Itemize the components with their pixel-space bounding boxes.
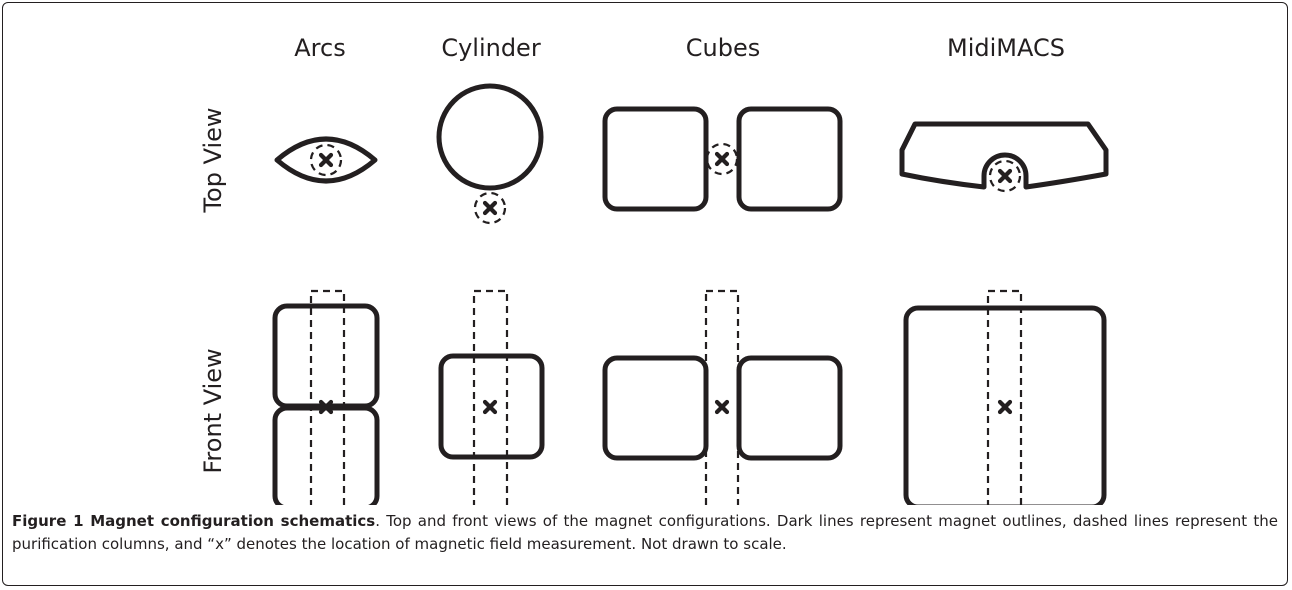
cylinder-top-view [436,83,544,225]
midimacs-measurement-x-icon [997,168,1013,184]
arcs-front-view [272,289,380,505]
caption-text: . Top and front views of the magnet conf… [12,512,1278,553]
arcs-top-view [274,136,378,184]
column-label-midimacs: MidiMACS [947,34,1065,62]
arcs-upper-magnet-outline [272,303,380,409]
cubes-left-magnet-outline [602,106,709,212]
row-label-front-view: Front View [199,348,227,473]
magnet-configuration-diagram: Arcs Cylinder Cubes MidiMACS Top View Fr… [199,34,1109,505]
cubes-front-right-magnet-outline [736,355,843,461]
midimacs-front-measurement-x-icon [997,399,1013,415]
midimacs-column-front [986,289,1023,505]
midimacs-column-top [988,159,1022,193]
cubes-front-view [602,289,843,505]
cubes-column-top [705,142,739,176]
cubes-measurement-x-icon [714,151,730,167]
cylinder-front-measurement-x-icon [482,399,498,415]
column-label-arcs: Arcs [294,34,345,62]
midimacs-front-magnet-outline [903,305,1107,505]
cubes-column-front [704,289,740,505]
arcs-column-top [309,143,343,177]
midimacs-top-view [899,121,1109,193]
figure-caption: Figure 1 Magnet configuration schematics… [12,510,1278,556]
cubes-front-left-magnet-outline [602,355,709,461]
arcs-column-front [309,289,346,505]
caption-label: Figure 1 Magnet configuration schematics [12,512,376,530]
midimacs-magnet-outline [899,121,1109,190]
cubes-front-measurement-x-icon [714,399,730,415]
midimacs-front-view [903,289,1107,505]
cylinder-measurement-x-icon [482,200,498,216]
cubes-right-magnet-outline [736,106,843,212]
arcs-front-measurement-x-icon [318,399,334,415]
row-label-top-view: Top View [199,107,227,213]
arcs-magnet-outline [274,136,378,184]
cubes-top-view [602,106,843,212]
arcs-lower-magnet-outline [272,405,380,505]
cylinder-magnet-outline [436,83,544,191]
cylinder-front-view [438,289,545,505]
column-label-cylinder: Cylinder [441,34,541,62]
column-label-cubes: Cubes [686,34,760,62]
cylinder-column-front [472,289,509,505]
cylinder-column-top [473,191,507,225]
arcs-measurement-x-icon [318,152,334,168]
cylinder-front-magnet-outline [438,353,545,460]
